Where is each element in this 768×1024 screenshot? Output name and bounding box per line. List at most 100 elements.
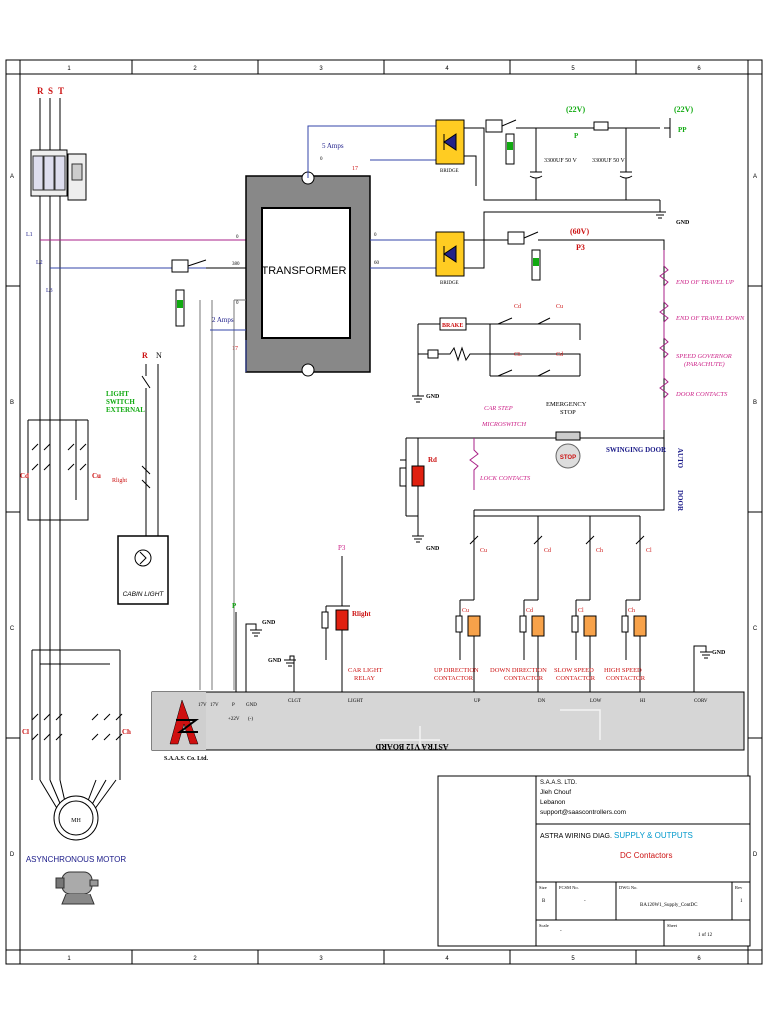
- output-fuse-rating: 5 Amps: [322, 142, 344, 150]
- transformer-pin: 0: [236, 301, 239, 306]
- col-label: 2: [193, 956, 197, 962]
- contactor-label: CONTACTOR: [606, 675, 646, 682]
- door-label: STOP: [560, 409, 576, 416]
- contactor-label: CONTACTOR: [504, 675, 544, 682]
- diagram-label: ASTRA WIRING DIAG.: [540, 833, 612, 840]
- company-email: support@saascontrollers.com: [540, 809, 626, 816]
- contact-label: Cu: [556, 304, 563, 310]
- company-label: S.A.A.S. Co. Ltd.: [164, 756, 209, 762]
- row-label: A: [753, 174, 757, 180]
- door-circuit: Rd GND CAR STEP MICROSWITCH EMERGENCY ST…: [399, 401, 684, 552]
- stop-button-icon: [555, 443, 581, 469]
- motor-image-icon: [55, 871, 99, 905]
- row-label: C: [753, 626, 758, 632]
- fuse-icon: [507, 231, 525, 245]
- col-label: 1: [67, 956, 71, 962]
- interlock-label: Cl: [646, 548, 652, 554]
- voltage-label: (60V): [570, 227, 589, 236]
- supply-22v: BRIDGE (22V) P (22V) PP 3300UF 50 V 3300…: [435, 105, 693, 226]
- interlock-label: Ch: [596, 548, 603, 554]
- fuse-icon: [485, 119, 503, 133]
- phase-label: S: [48, 86, 53, 96]
- relay-coil-rd: [411, 465, 425, 487]
- safety-item: SPEED GOVERNOR: [676, 353, 732, 360]
- light-label: P: [232, 602, 237, 610]
- contact-label: Cd: [514, 304, 521, 310]
- title-field-header: Sheet: [667, 923, 678, 928]
- interlock-label: Cd: [544, 548, 551, 554]
- board-pin: LIGHT: [348, 699, 363, 704]
- stop-button-label: STOP: [560, 455, 576, 461]
- transformer-title: TRANSFORMER: [262, 265, 347, 277]
- contactor-label: CONTACTOR: [556, 675, 596, 682]
- company-address: Lebanon: [540, 799, 566, 806]
- diagram-title: SUPPLY & OUTPUTS: [614, 831, 693, 840]
- contactor-label: SLOW SPEED: [554, 667, 594, 674]
- title-field-header: Rev: [735, 885, 743, 890]
- door-label: SWINGING DOOR: [606, 446, 667, 454]
- motor-contactor-label: Cu: [92, 472, 101, 480]
- transformer: TRANSFORMER 0 380 0 17 17 0 0 60 2 Amps …: [171, 125, 436, 690]
- relay-label: Rd: [428, 456, 437, 464]
- board-pin: 17V: [210, 703, 219, 708]
- light-bulb-icon: [134, 549, 152, 567]
- col-label: 1: [67, 66, 71, 72]
- row-label: D: [753, 852, 758, 858]
- board-pin: GND: [246, 703, 257, 708]
- ground-label: GND: [262, 620, 276, 626]
- node-label: PP: [678, 126, 687, 134]
- light-label: LIGHT: [106, 390, 129, 398]
- contact-label: CL: [514, 352, 522, 358]
- line-label: L2: [36, 260, 43, 266]
- motor-contactor-label: Cd: [20, 472, 29, 480]
- coil-label: Cd: [526, 608, 533, 614]
- transformer-pin: 380: [232, 262, 240, 267]
- light-label: N: [156, 351, 162, 360]
- motor-contactor-label: Cl: [22, 728, 29, 736]
- door-label: MICROSWITCH: [481, 421, 526, 428]
- input-fuse-rating: 2 Amps: [212, 316, 234, 324]
- brake-label: BRAKE: [442, 323, 463, 329]
- door-label: CAR STEP: [484, 405, 513, 412]
- capacitor-label: 3300UF 50 V: [592, 158, 626, 164]
- contactor-label: CONTACTOR: [434, 675, 474, 682]
- ground-label: GND: [426, 546, 440, 552]
- board-pin: DN: [538, 699, 546, 704]
- brake-circuit: BRAKE Cd Cu CL Cd GND: [412, 304, 581, 403]
- light-label: P3: [338, 544, 346, 552]
- light-label: EXTERNAL: [106, 406, 145, 414]
- col-label: 2: [193, 66, 197, 72]
- transformer-pin: 60: [374, 261, 380, 266]
- motor-label: MH: [71, 818, 81, 824]
- motor-circuit: Cd Cu Cl Ch MH ASYNCHRONOUS MOTOR: [20, 419, 131, 905]
- door-label: EMERGENCY: [546, 401, 587, 408]
- contact-label: Cd: [556, 352, 563, 358]
- light-label: RELAY: [354, 675, 375, 682]
- coil-icon: [531, 615, 545, 637]
- coil-label: Cl: [578, 608, 584, 614]
- row-label: D: [10, 852, 15, 858]
- board-pin: UP: [474, 699, 481, 704]
- col-label: 3: [319, 956, 323, 962]
- title-field-header: Size: [539, 885, 547, 890]
- safety-item: END OF TRAVEL UP: [675, 279, 734, 286]
- door-label: LOCK CONTACTS: [479, 475, 531, 482]
- transformer-pin: 17: [232, 346, 238, 352]
- title-block: S.A.A.S. LTD. Jleh Chouf Lebanon support…: [437, 775, 751, 947]
- board-pin: LOW: [590, 699, 602, 704]
- company-address: Jleh Chouf: [540, 789, 571, 796]
- board-pin: 17V: [198, 703, 207, 708]
- cabin-light-label: CABIN LIGHT: [123, 591, 165, 598]
- light-label: SWITCH: [106, 398, 135, 406]
- voltage-label: (22V): [674, 105, 693, 114]
- col-label: 3: [319, 66, 323, 72]
- node-label: P: [574, 132, 579, 140]
- transformer-pin: 0: [320, 157, 323, 162]
- contactor-label: UP DIRECTION: [434, 667, 479, 674]
- col-label: 4: [445, 956, 449, 962]
- board-pins: 17V 17V P +22V GND (-) CLGT LIGHT UP DN …: [198, 699, 708, 722]
- cabin-light-circuit: R N LIGHT SWITCH EXTERNAL Rlight CABIN L…: [106, 351, 383, 707]
- board-pin: +22V: [228, 717, 240, 722]
- board-pin: HI: [640, 699, 646, 704]
